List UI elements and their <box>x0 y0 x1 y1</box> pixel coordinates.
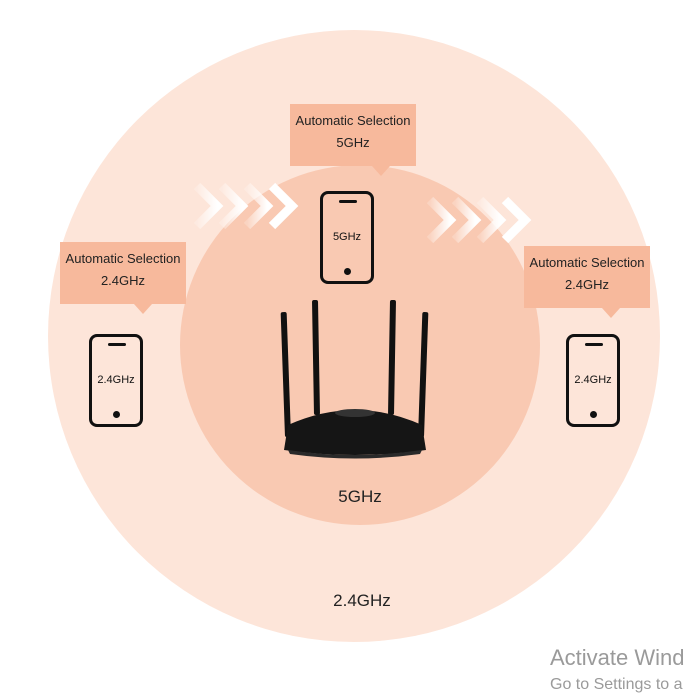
bubble-left-line1: Automatic Selection <box>65 251 181 266</box>
zone-5ghz <box>180 165 540 525</box>
phone-home-button <box>113 411 120 418</box>
bubble-top: Automatic Selection 5GHz <box>290 104 416 176</box>
bubble-right-line2: 2.4GHz <box>564 277 610 292</box>
bubble-right-tail <box>602 308 620 318</box>
inner-band-label: 5GHz <box>338 487 382 506</box>
bubble-left-tail <box>134 304 152 314</box>
phone-home-button <box>590 411 597 418</box>
phone-left-screen-text: 2.4GHz <box>97 374 135 386</box>
bubble-left-line2: 2.4GHz <box>100 273 146 288</box>
phone-speaker <box>585 343 603 346</box>
bubble-top-tail <box>372 166 390 176</box>
phone-home-button <box>344 268 351 275</box>
phone-top-screen-text: 5GHz <box>332 231 362 243</box>
bubble-top-line1: Automatic Selection <box>295 113 411 128</box>
bubble-left: Automatic Selection 2.4GHz <box>60 242 186 314</box>
activation-watermark-subtitle: Go to Settings to a <box>550 676 683 693</box>
phone-right-screen-text: 2.4GHz <box>574 374 612 386</box>
outer-band-label: 2.4GHz <box>333 591 391 610</box>
activation-watermark-title: Activate Wind <box>550 645 685 670</box>
router-icon <box>280 300 429 459</box>
bubble-top-line2: 5GHz <box>336 135 370 150</box>
phone-icon: 2.4GHz <box>89 334 143 427</box>
phone-icon: 2.4GHz <box>566 334 620 427</box>
phone-speaker <box>339 200 357 203</box>
phone-speaker <box>108 343 126 346</box>
phone-icon: 5GHz <box>320 191 374 284</box>
bubble-right-line1: Automatic Selection <box>529 255 645 270</box>
chevron-arrows-right-icon <box>426 196 532 244</box>
chevron-arrows-left-icon <box>193 182 299 230</box>
bubble-right: Automatic Selection 2.4GHz <box>524 246 650 318</box>
